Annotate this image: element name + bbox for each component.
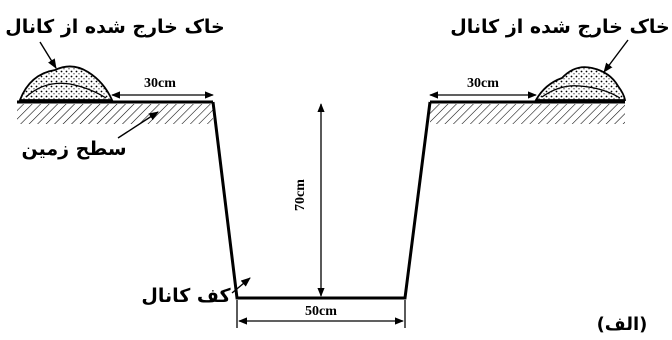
- spoil-mound-right: [534, 66, 627, 101]
- spoil-left-leader: [39, 41, 57, 69]
- figure-tag: (الف): [597, 314, 648, 335]
- offset-right-label: 30cm: [467, 76, 499, 91]
- channel-floor-label: کف کانال: [141, 285, 231, 307]
- spoil-left-label: خاک خارج شده از کانال: [5, 16, 224, 38]
- depth-label: 70cm: [293, 179, 308, 211]
- ground-surface-label: سطح زمین: [21, 138, 126, 160]
- spoil-right-leader: [603, 39, 629, 73]
- spoil-right-label: خاک خارج شده از کانال: [450, 16, 669, 38]
- bottom-width-label: 50cm: [305, 304, 337, 319]
- channel-profile: [211, 101, 432, 300]
- ground-hatch-left: [17, 104, 213, 124]
- floor-leader: [231, 277, 251, 294]
- ground-leader: [117, 111, 159, 139]
- spoil-mound-left: [18, 65, 114, 101]
- offset-left-label: 30cm: [144, 76, 176, 91]
- ground-hatch-right: [430, 104, 625, 124]
